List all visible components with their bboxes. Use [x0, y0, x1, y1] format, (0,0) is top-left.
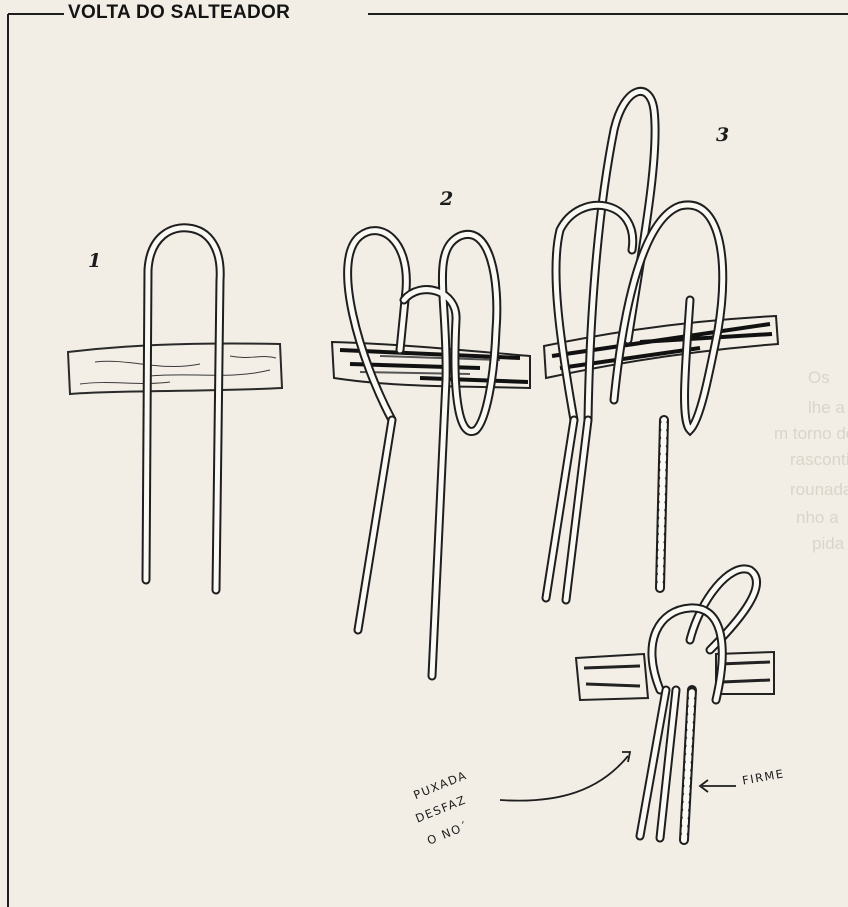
- rope-1: [146, 228, 220, 590]
- step-2-drawing: [332, 231, 530, 676]
- bleed-through-text: Os: [808, 368, 830, 388]
- pull-arrow: [500, 756, 628, 801]
- frame-border: [8, 14, 848, 907]
- bleed-through-text: nho a: [796, 508, 839, 528]
- branch-1: [68, 343, 282, 394]
- bleed-through-text: lhe a: [808, 398, 845, 418]
- step-3-drawing: [544, 91, 778, 600]
- step-3-number: 3: [716, 124, 729, 146]
- bleed-through-text: rounada: [790, 480, 848, 500]
- diagram-title: VOLTA DO SALTEADOR: [64, 1, 294, 25]
- bleed-through-text: m torno do: [774, 424, 848, 444]
- branch-4: [576, 654, 648, 700]
- step-2-number: 2: [440, 188, 453, 210]
- bleed-through-text: rasconti: [790, 450, 848, 470]
- branch-3: [544, 316, 778, 378]
- step-1-drawing: [68, 228, 282, 590]
- step-1-number: 1: [88, 250, 101, 272]
- bleed-through-text: pida: [812, 534, 844, 554]
- final-knot-drawing: [500, 569, 774, 840]
